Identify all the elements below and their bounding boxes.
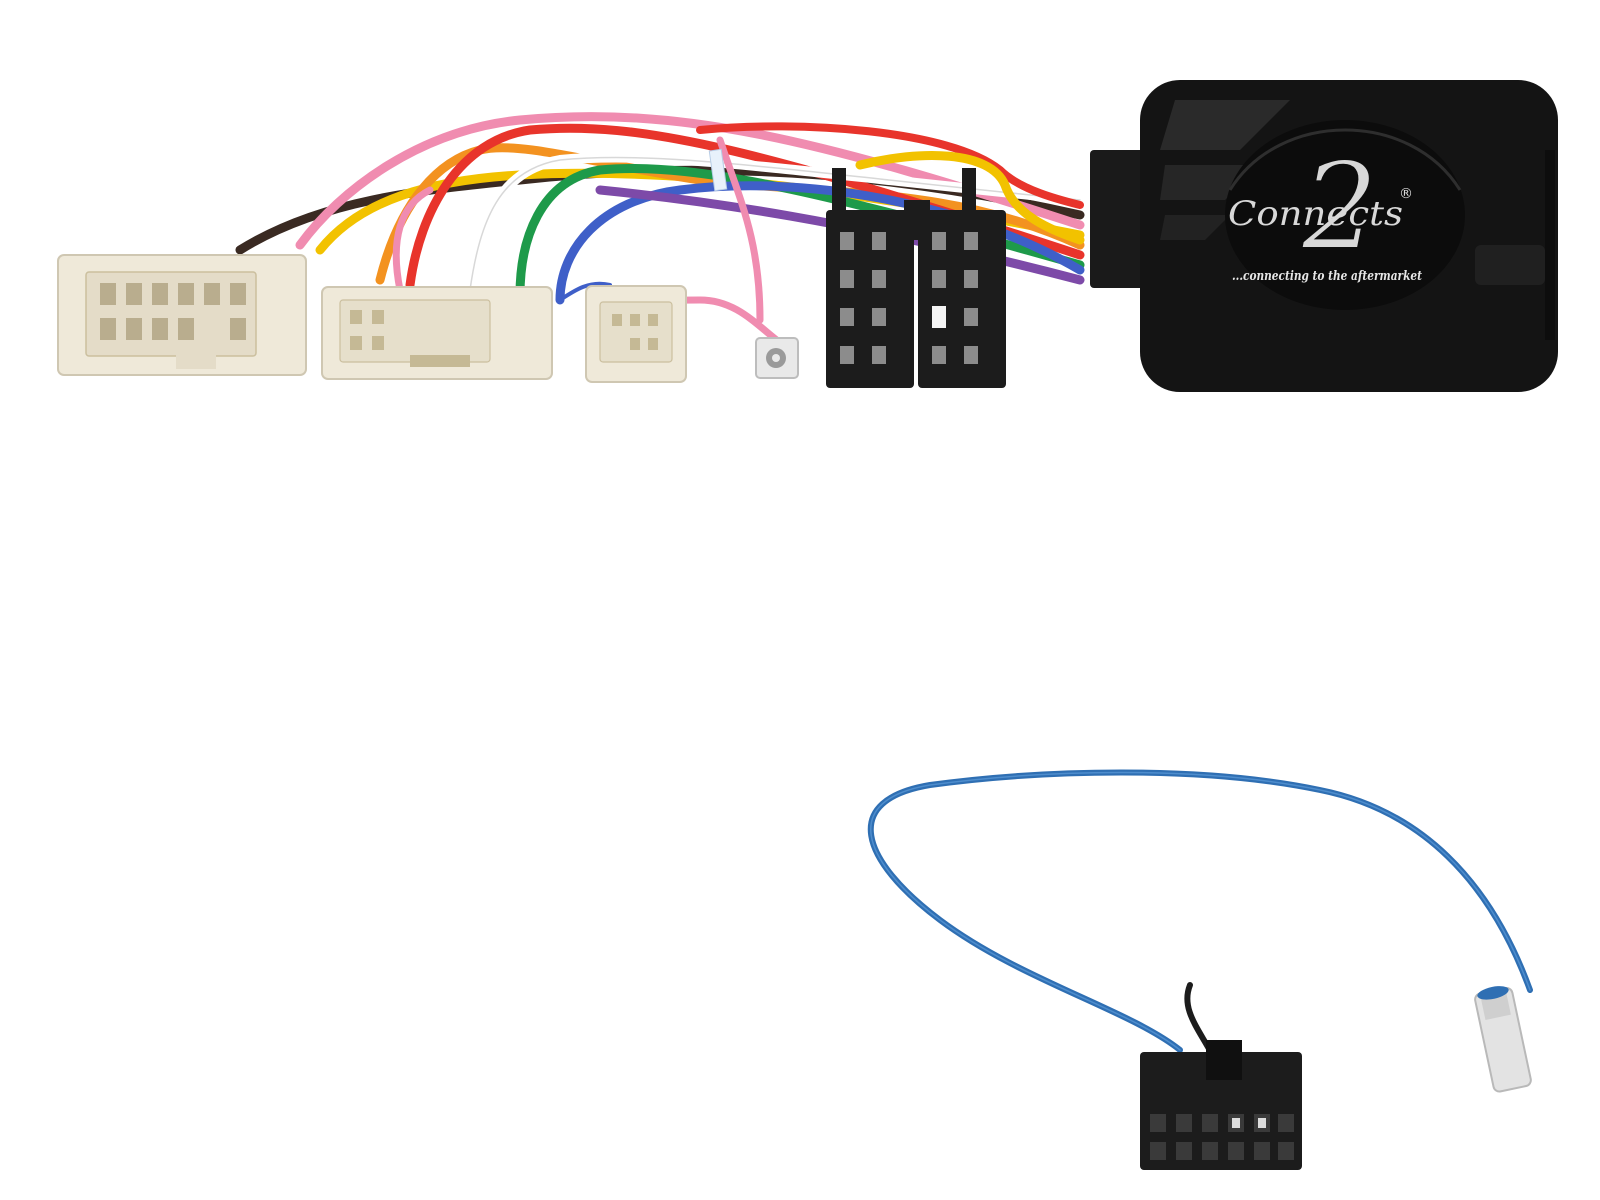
molex-connector-black — [1140, 1040, 1302, 1170]
logo-registered-mark: ® — [1399, 186, 1413, 202]
logo-numeral: 2 — [1301, 138, 1378, 277]
logo-brand: Connects — [1228, 194, 1403, 234]
logo-tagline: ...connecting to the aftermarket — [1232, 269, 1422, 284]
white-connector-medium — [321, 286, 553, 380]
white-connector-large — [57, 254, 307, 376]
interface-box — [1090, 80, 1558, 392]
white-connector-small — [585, 285, 687, 383]
antenna-adapter — [755, 337, 799, 379]
brand-logo: 2 Connects ® ...connecting to the afterm… — [1228, 137, 1422, 284]
iso-connector-black — [826, 168, 1006, 388]
antenna-plug — [1474, 986, 1532, 1093]
